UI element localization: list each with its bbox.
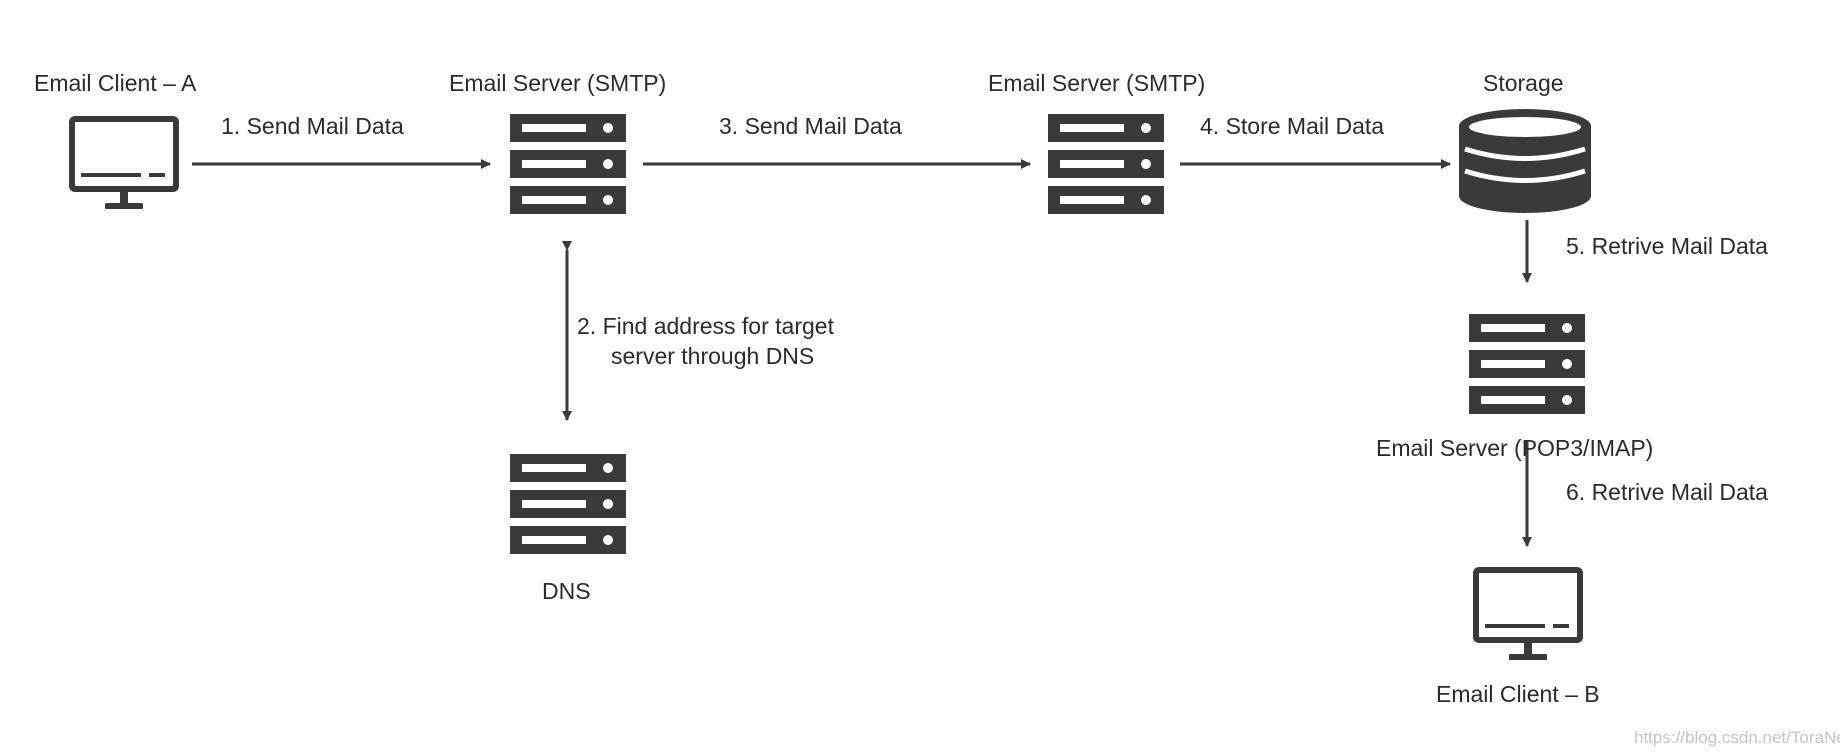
storage-database-icon xyxy=(1459,109,1591,213)
client-a-label: Email Client – A xyxy=(34,70,197,96)
step-6-label: 6. Retrive Mail Data xyxy=(1566,479,1768,505)
smtp-2-label: Email Server (SMTP) xyxy=(988,70,1206,96)
step-1-label: 1. Send Mail Data xyxy=(221,113,404,139)
dns-label: DNS xyxy=(542,578,591,604)
step-3-label: 3. Send Mail Data xyxy=(719,113,902,139)
client-a-monitor-icon xyxy=(72,119,176,209)
smtp-2-server-icon xyxy=(1048,114,1164,214)
pop3-imap-server-icon xyxy=(1469,314,1585,414)
client-b-monitor-icon xyxy=(1476,570,1580,660)
client-b-label: Email Client – B xyxy=(1436,681,1600,707)
step-2-label-line-1: 2. Find address for target xyxy=(577,313,834,339)
step-5-label: 5. Retrive Mail Data xyxy=(1566,233,1768,259)
smtp-1-label: Email Server (SMTP) xyxy=(449,70,667,96)
smtp-1-server-icon xyxy=(510,114,626,214)
step-4-label: 4. Store Mail Data xyxy=(1200,113,1385,139)
step-2-label-line-2: server through DNS xyxy=(611,343,815,369)
dns-server-icon xyxy=(510,454,626,554)
pop3-imap-label: Email Server (POP3/IMAP) xyxy=(1376,435,1654,461)
watermark-text: https://blog.csdn.net/ToraNe xyxy=(1634,728,1840,747)
storage-label: Storage xyxy=(1483,70,1564,96)
